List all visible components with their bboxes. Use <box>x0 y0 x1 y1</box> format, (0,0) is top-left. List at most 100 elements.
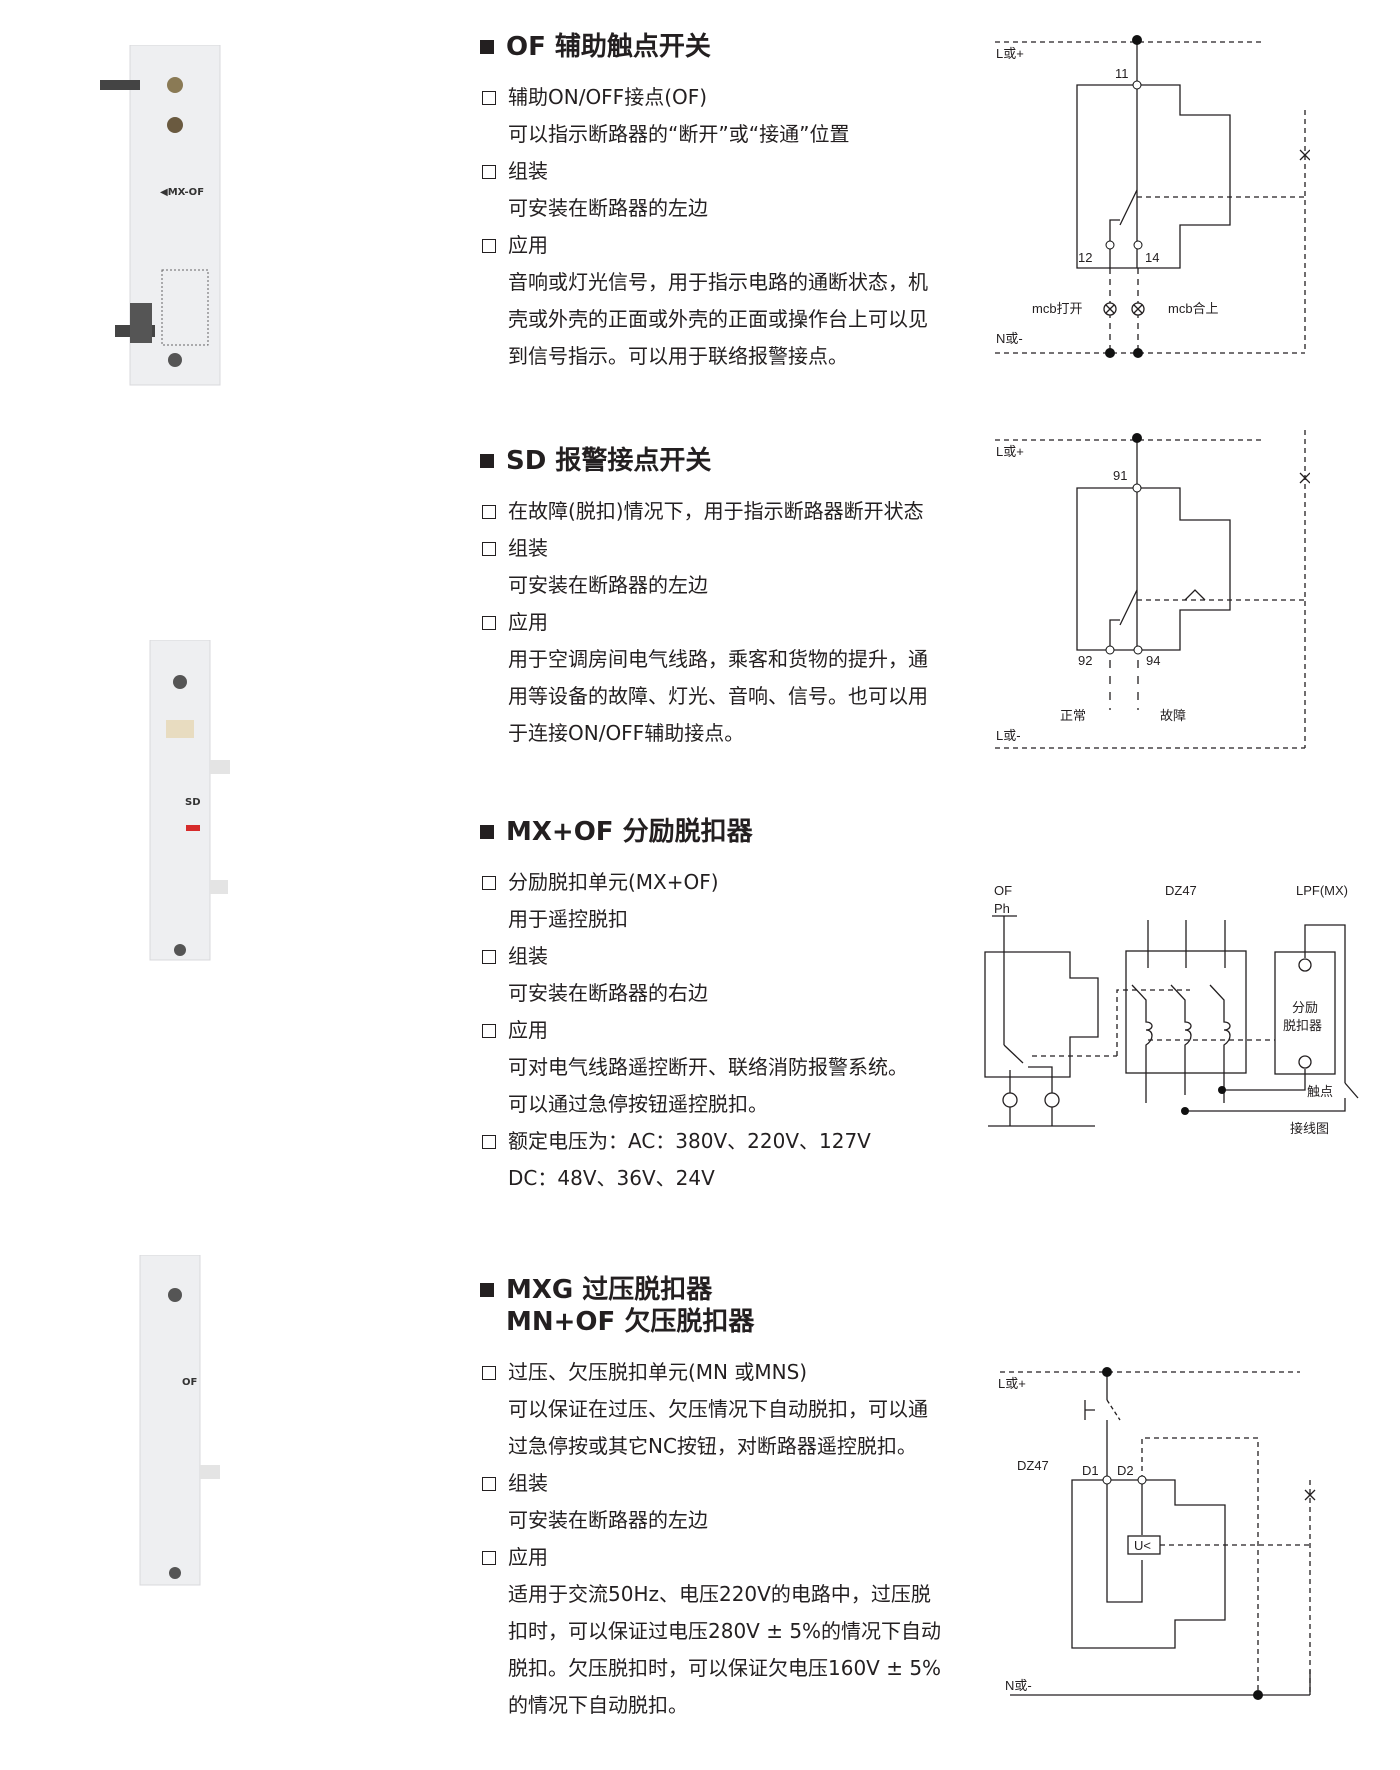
checkbox-bullet-icon <box>482 1476 496 1491</box>
checkbox-bullet-icon <box>482 949 496 964</box>
feature-item: 应用 <box>482 227 980 264</box>
feature-description: 适用于交流50Hz、电压220V的电路中，过压脱 <box>508 1582 931 1606</box>
feature-description: DC：48V、36V、24V <box>508 1166 715 1190</box>
d2-label: D2 <box>1117 1463 1134 1478</box>
feature-heading: 应用 <box>508 610 548 634</box>
feature-item: 应用 <box>482 1539 980 1576</box>
feature-heading: 辅助ON/OFF接点(OF) <box>508 85 708 109</box>
feature-heading: 应用 <box>508 1018 548 1042</box>
product-label: ◀MX-OF <box>160 187 204 198</box>
feature-item: 应用 <box>482 604 980 641</box>
feature-description: 到信号指示。可以用于联络报警接点。 <box>508 344 848 368</box>
terminal-91: 91 <box>1113 468 1127 483</box>
feature-description: 可安装在断路器的左边 <box>508 573 708 597</box>
feature-item: 辅助ON/OFF接点(OF) <box>482 79 980 116</box>
feature-heading: 在故障(脱扣)情况下，用于指示断路器断开状态 <box>508 499 924 523</box>
feature-item: 应用 <box>482 1012 980 1049</box>
checkbox-bullet-icon <box>482 1134 496 1149</box>
product-image-sd: SD <box>140 639 250 974</box>
product-label: SD <box>185 797 201 808</box>
feature-description: 扣时，可以保证过电压280V ± 5%的情况下自动 <box>508 1619 942 1643</box>
terminal-92: 92 <box>1078 653 1092 668</box>
feature-heading: 分励脱扣单元(MX+OF) <box>508 870 719 894</box>
product-image-of: OF <box>130 1254 240 1599</box>
feature-item: 组装 <box>482 530 980 567</box>
n-label: N或- <box>996 331 1023 346</box>
feature-item: 组装 <box>482 153 980 190</box>
contact-label: 触点 <box>1307 1084 1333 1099</box>
shunt-label-2: 脱扣器 <box>1283 1018 1322 1033</box>
feature-description: 过急停按或其它NC按钮，对断路器遥控脱扣。 <box>508 1434 917 1458</box>
feature-item: 组装 <box>482 938 980 975</box>
checkbox-bullet-icon <box>482 90 496 105</box>
feature-description: 可以保证在过压、欠压情况下自动脱扣，可以通 <box>508 1397 928 1421</box>
lpf-mx-label: LPF(MX) <box>1296 883 1348 898</box>
checkbox-bullet-icon <box>482 238 496 253</box>
feature-description: 可安装在断路器的右边 <box>508 981 708 1005</box>
section-of: OF 辅助触点开关辅助ON/OFF接点(OF) 可以指示断路器的“断开”或“接通”… <box>480 31 980 375</box>
terminal-12: 12 <box>1078 250 1092 265</box>
l-label: L或+ <box>998 1376 1026 1391</box>
of-label: OF <box>994 883 1012 898</box>
n-label: L或- <box>996 728 1021 743</box>
feature-description: 可安装在断路器的左边 <box>508 1508 708 1532</box>
n-label: N或- <box>1005 1678 1032 1693</box>
feature-description: 可以通过急停按钮遥控脱扣。 <box>508 1092 768 1116</box>
dz47-label: DZ47 <box>1165 883 1197 898</box>
checkbox-bullet-icon <box>482 875 496 890</box>
section-mx-of: MX+OF 分励脱扣器分励脱扣单元(MX+OF)用于遥控脱扣组装可安装在断路器的… <box>480 816 980 1197</box>
section-title-text-2: MN+OF 欠压脱扣器 <box>506 1307 755 1337</box>
square-bullet-icon <box>480 1283 494 1297</box>
section-title-text: OF 辅助触点开关 <box>506 32 711 62</box>
feature-heading: 过压、欠压脱扣单元(MN 或MNS) <box>508 1360 808 1384</box>
feature-description: 可安装在断路器的左边 <box>508 196 708 220</box>
feature-description: 用等设备的故障、灯光、音响、信号。也可以用 <box>508 684 928 708</box>
checkbox-bullet-icon <box>482 504 496 519</box>
d1-label: D1 <box>1082 1463 1099 1478</box>
feature-description: 用于空调房间电气线路，乘客和货物的提升，通 <box>508 647 928 671</box>
product-label: OF <box>182 1377 197 1388</box>
feature-heading: 组装 <box>508 944 548 968</box>
checkbox-bullet-icon <box>482 541 496 556</box>
square-bullet-icon <box>480 454 494 468</box>
normal-label: 正常 <box>1060 708 1086 723</box>
section-title-text: MXG 过压脱扣器 <box>506 1275 713 1305</box>
sd-wiring-diagram: L或+ 91 92 94 正常 故障 L或- <box>995 430 1310 749</box>
mxg-mn-wiring-diagram: L或+ DZ47 D1 D2 U< N或- <box>998 1367 1316 1700</box>
feature-description: 可以指示断路器的“断开”或“接通”位置 <box>508 122 850 146</box>
feature-heading: 组装 <box>508 1471 548 1495</box>
undervoltage-coil-label: U< <box>1134 1538 1151 1553</box>
l-label: L或+ <box>996 46 1024 61</box>
feature-item: 过压、欠压脱扣单元(MN 或MNS) <box>482 1354 980 1391</box>
mcb-closed-label: mcb合上 <box>1168 301 1219 316</box>
section-title-text: MX+OF 分励脱扣器 <box>506 817 753 847</box>
feature-description: 于连接ON/OFF辅助接点。 <box>508 721 745 745</box>
feature-heading: 应用 <box>508 1545 548 1569</box>
feature-heading: 额定电压为：AC：380V、220V、127V <box>508 1129 871 1153</box>
ph-label: Ph <box>994 901 1010 916</box>
l-label: L或+ <box>996 444 1024 459</box>
terminal-94: 94 <box>1146 653 1160 668</box>
feature-description: 的情况下自动脱扣。 <box>508 1693 688 1717</box>
section-title: SD 报警接点开关 <box>480 445 980 477</box>
feature-heading: 组装 <box>508 536 548 560</box>
product-image-mx-of: ◀MX-OF <box>100 44 270 409</box>
feature-description: 可对电气线路遥控断开、联络消防报警系统。 <box>508 1055 908 1079</box>
section-title: OF 辅助触点开关 <box>480 31 980 63</box>
mcb-open-label: mcb打开 <box>1032 301 1083 316</box>
section-title: MX+OF 分励脱扣器 <box>480 816 980 848</box>
checkbox-bullet-icon <box>482 615 496 630</box>
terminal-11: 11 <box>1115 66 1129 81</box>
mx-of-wiring-diagram: OF Ph DZ47 LPF(MX) 分励 脱扣器 触点 接线图 <box>984 883 1359 1136</box>
feature-item: 分励脱扣单元(MX+OF) <box>482 864 980 901</box>
of-wiring-diagram: L或+ 11 12 14 mcb打开 mcb合上 N或- <box>995 35 1310 358</box>
feature-heading: 组装 <box>508 159 548 183</box>
square-bullet-icon <box>480 40 494 54</box>
checkbox-bullet-icon <box>482 1365 496 1380</box>
shunt-label-1: 分励 <box>1292 1000 1318 1015</box>
feature-item: 组装 <box>482 1465 980 1502</box>
checkbox-bullet-icon <box>482 1550 496 1565</box>
checkbox-bullet-icon <box>482 164 496 179</box>
